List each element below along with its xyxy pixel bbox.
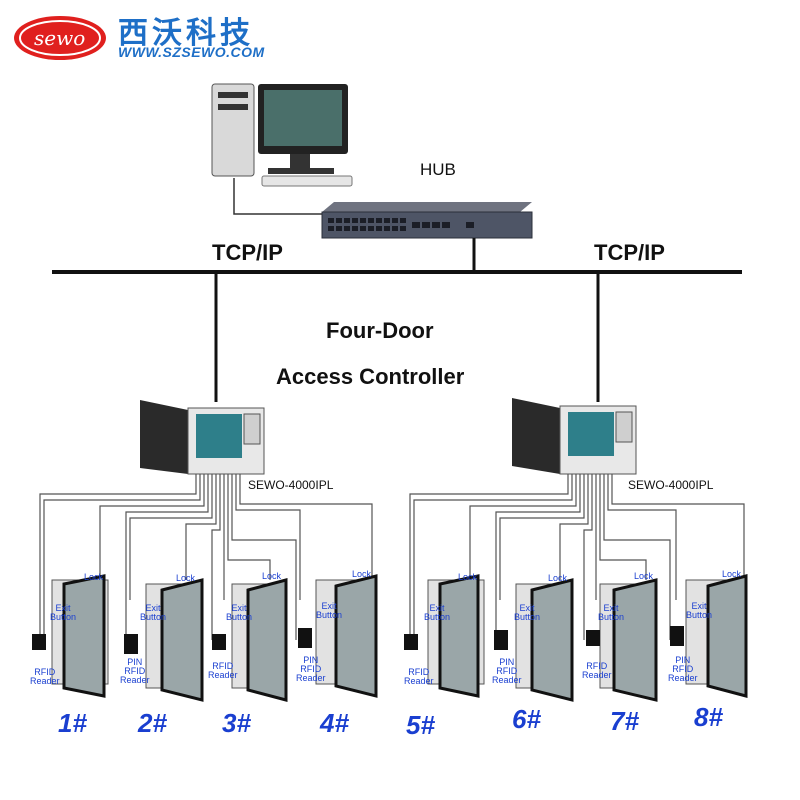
door-number: 5#: [406, 710, 435, 740]
logo-icon: [14, 16, 106, 60]
title-line-2: Access Controller: [276, 364, 465, 389]
logo-text: sewo: [34, 26, 86, 50]
lock-label: Lock: [722, 569, 742, 579]
protocol-label-right: TCP/IP: [594, 240, 665, 265]
door-number: 1#: [58, 708, 87, 738]
door-icon: [586, 578, 658, 702]
door-icon: [404, 574, 485, 698]
controller-box-icon: [140, 400, 265, 475]
door-icon: [298, 574, 378, 698]
door-icon: [212, 578, 288, 702]
controller-model-left: SEWO-4000IPL: [248, 478, 334, 492]
door-icon: [494, 578, 574, 702]
door-number: 2#: [138, 708, 167, 738]
lock-label: Lock: [548, 573, 568, 583]
controller-box-icon: [512, 398, 637, 475]
hub-label: HUB: [420, 160, 456, 179]
brand-name: 西沃科技: [118, 16, 254, 51]
computer-icon: [211, 83, 353, 187]
lock-label: Lock: [352, 569, 372, 579]
door-number: 7#: [610, 706, 639, 736]
door-number: 3#: [222, 708, 251, 738]
lock-label: Lock: [458, 572, 478, 582]
controller-model-right: SEWO-4000IPL: [628, 478, 714, 492]
lock-label: Lock: [634, 571, 654, 581]
lock-label: Lock: [262, 571, 282, 581]
network-switch-icon: [321, 202, 533, 239]
door-icon: [670, 574, 748, 698]
door-number: 4#: [320, 708, 349, 738]
title-line-1: Four-Door: [326, 318, 434, 343]
lock-label: Lock: [84, 572, 104, 582]
door-number: 6#: [512, 704, 541, 734]
brand-url: WWW.SZSEWO.COM: [118, 44, 265, 60]
door-number: 8#: [694, 702, 723, 732]
door-icon: [124, 578, 204, 702]
door-icon: [32, 574, 109, 698]
lock-label: Lock: [176, 573, 196, 583]
protocol-label-left: TCP/IP: [212, 240, 283, 265]
